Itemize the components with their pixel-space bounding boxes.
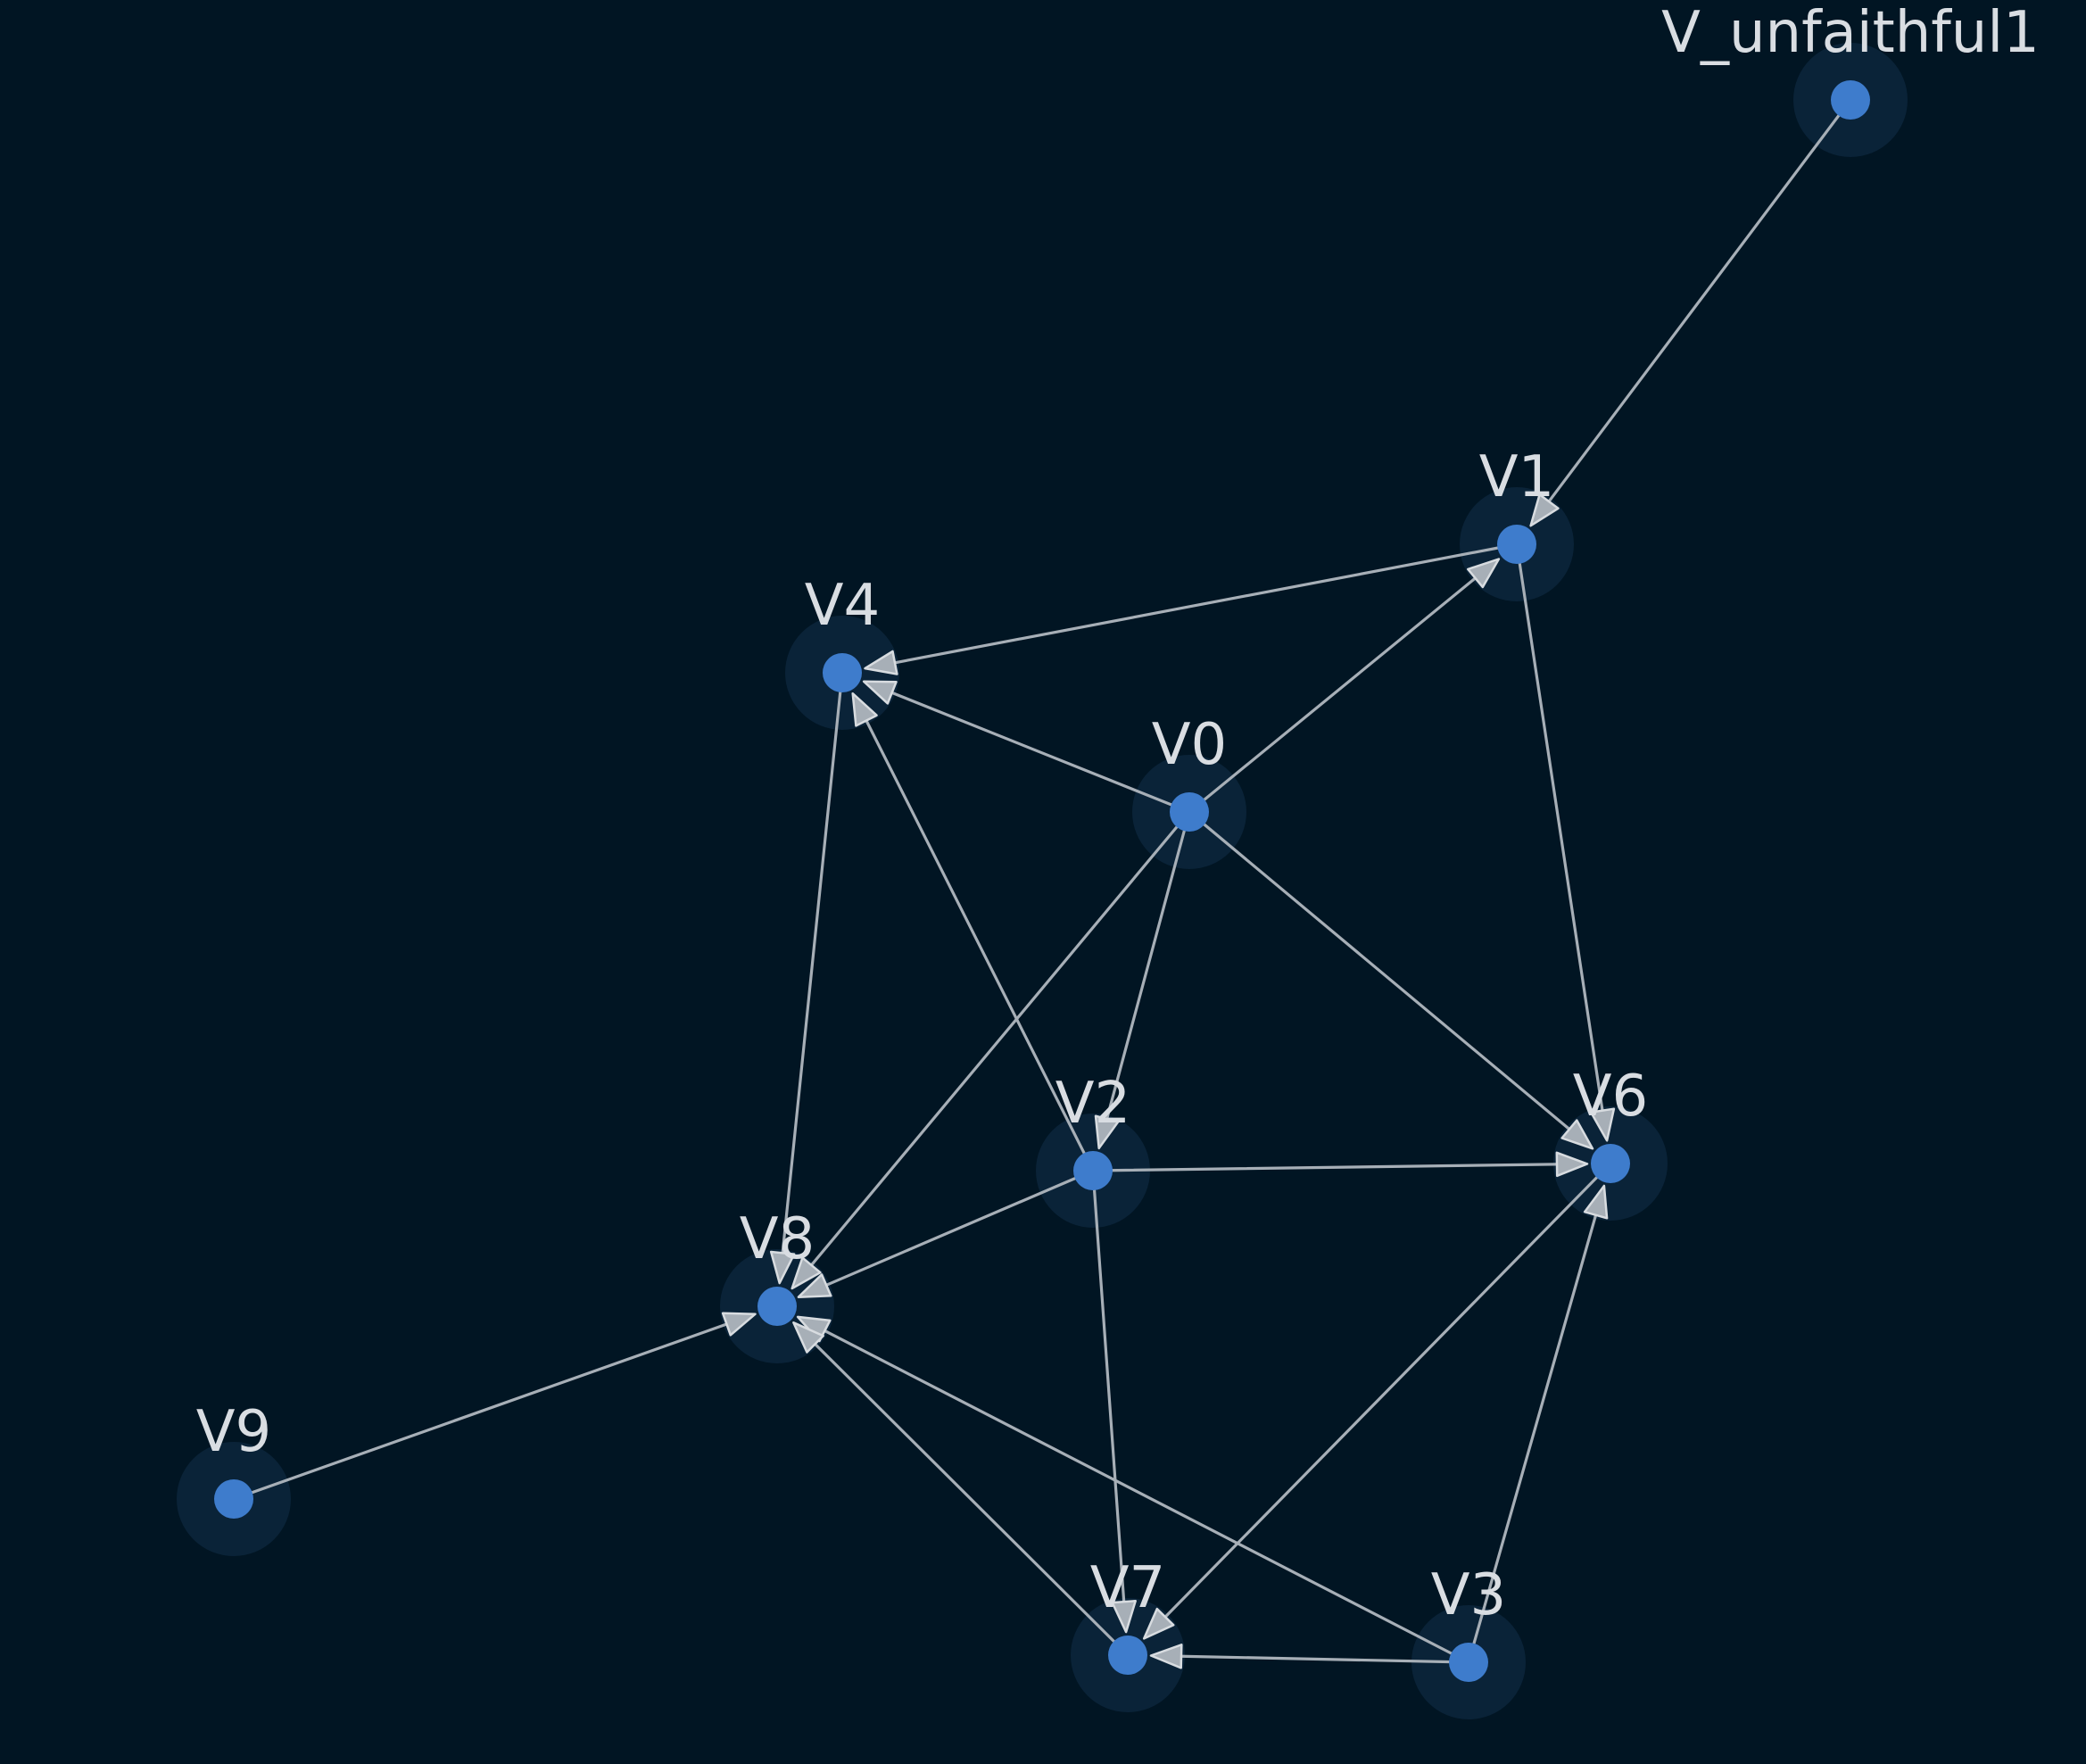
edge-v-unfaithful1-to-v1	[1544, 98, 1852, 508]
edge-v1-to-v4	[888, 542, 1519, 666]
node-label-v1: V1	[1479, 444, 1555, 510]
edge-v0-to-v8	[806, 810, 1191, 1271]
node-label-v8: V8	[740, 1206, 815, 1272]
arrowhead-v3-to-v6	[1583, 1184, 1609, 1220]
arrowhead-v2-to-v6	[1555, 1151, 1589, 1178]
arrowhead-v1-to-v6	[1589, 1107, 1616, 1142]
node-v3[interactable]	[1449, 1643, 1488, 1682]
node-v9[interactable]	[214, 1479, 253, 1519]
node-v4[interactable]	[823, 653, 862, 692]
edge-v4-to-v8	[780, 671, 844, 1260]
edge-v0-to-v6	[1188, 810, 1576, 1134]
node-label-v-unfaithful1: V_unfaithful1	[1661, 0, 2040, 66]
edge-v3-to-v7	[1174, 1654, 1470, 1664]
node-label-v6: V6	[1573, 1064, 1649, 1130]
edge-v7-to-v8	[809, 1338, 1130, 1657]
arrowhead-v2-to-v8	[797, 1273, 832, 1298]
node-v1[interactable]	[1497, 525, 1536, 564]
edge-v2-to-v7	[1091, 1169, 1126, 1609]
edge-v9-to-v8	[232, 1321, 733, 1501]
arrowhead-v2-to-v4	[851, 692, 878, 727]
arrowhead-v0-to-v2	[1094, 1114, 1120, 1150]
arrowhead-v-unfaithful1-to-v1	[1529, 493, 1560, 527]
node-label-v0: V0	[1152, 712, 1228, 778]
node-v7[interactable]	[1108, 1636, 1147, 1675]
arrowhead-v3-to-v7	[1149, 1644, 1183, 1669]
edge-v2-to-v6	[1091, 1163, 1564, 1172]
node-v-unfaithful1[interactable]	[1831, 80, 1870, 120]
node-layer	[214, 80, 1870, 1682]
node-label-v4: V4	[805, 573, 881, 639]
edge-v2-to-v8	[820, 1169, 1095, 1289]
node-v6[interactable]	[1591, 1144, 1630, 1183]
edge-v3-to-v8	[818, 1327, 1470, 1664]
arrowhead-v0-to-v6	[1560, 1119, 1594, 1150]
edge-v2-to-v4	[862, 714, 1095, 1172]
node-label-v9: V9	[196, 1399, 272, 1465]
node-v2[interactable]	[1073, 1151, 1113, 1190]
edge-v1-to-v6	[1515, 542, 1605, 1118]
edge-v0-to-v1	[1188, 573, 1481, 814]
arrowhead-v6-to-v7	[1142, 1607, 1175, 1640]
node-v0[interactable]	[1170, 792, 1209, 832]
edge-v3-to-v6	[1467, 1208, 1599, 1664]
arrowhead-v0-to-v4	[862, 680, 898, 705]
node-label-v2: V2	[1055, 1071, 1131, 1137]
arrowhead-v2-to-v7	[1111, 1599, 1137, 1634]
edge-v6-to-v7	[1160, 1162, 1612, 1623]
node-v8[interactable]	[757, 1287, 797, 1326]
arrowhead-v9-to-v8	[721, 1312, 757, 1337]
edge-v0-to-v4	[885, 689, 1191, 814]
arrowhead-v4-to-v8	[769, 1250, 796, 1285]
arrowhead-v1-to-v4	[864, 650, 898, 675]
arrowhead-v0-to-v8	[791, 1256, 822, 1290]
edge-v0-to-v2	[1104, 810, 1191, 1126]
node-label-v7: V7	[1090, 1555, 1166, 1621]
arrowhead-v0-to-v1	[1467, 558, 1501, 589]
arrowhead-v7-to-v8	[792, 1321, 824, 1354]
node-label-v3: V3	[1431, 1562, 1507, 1628]
